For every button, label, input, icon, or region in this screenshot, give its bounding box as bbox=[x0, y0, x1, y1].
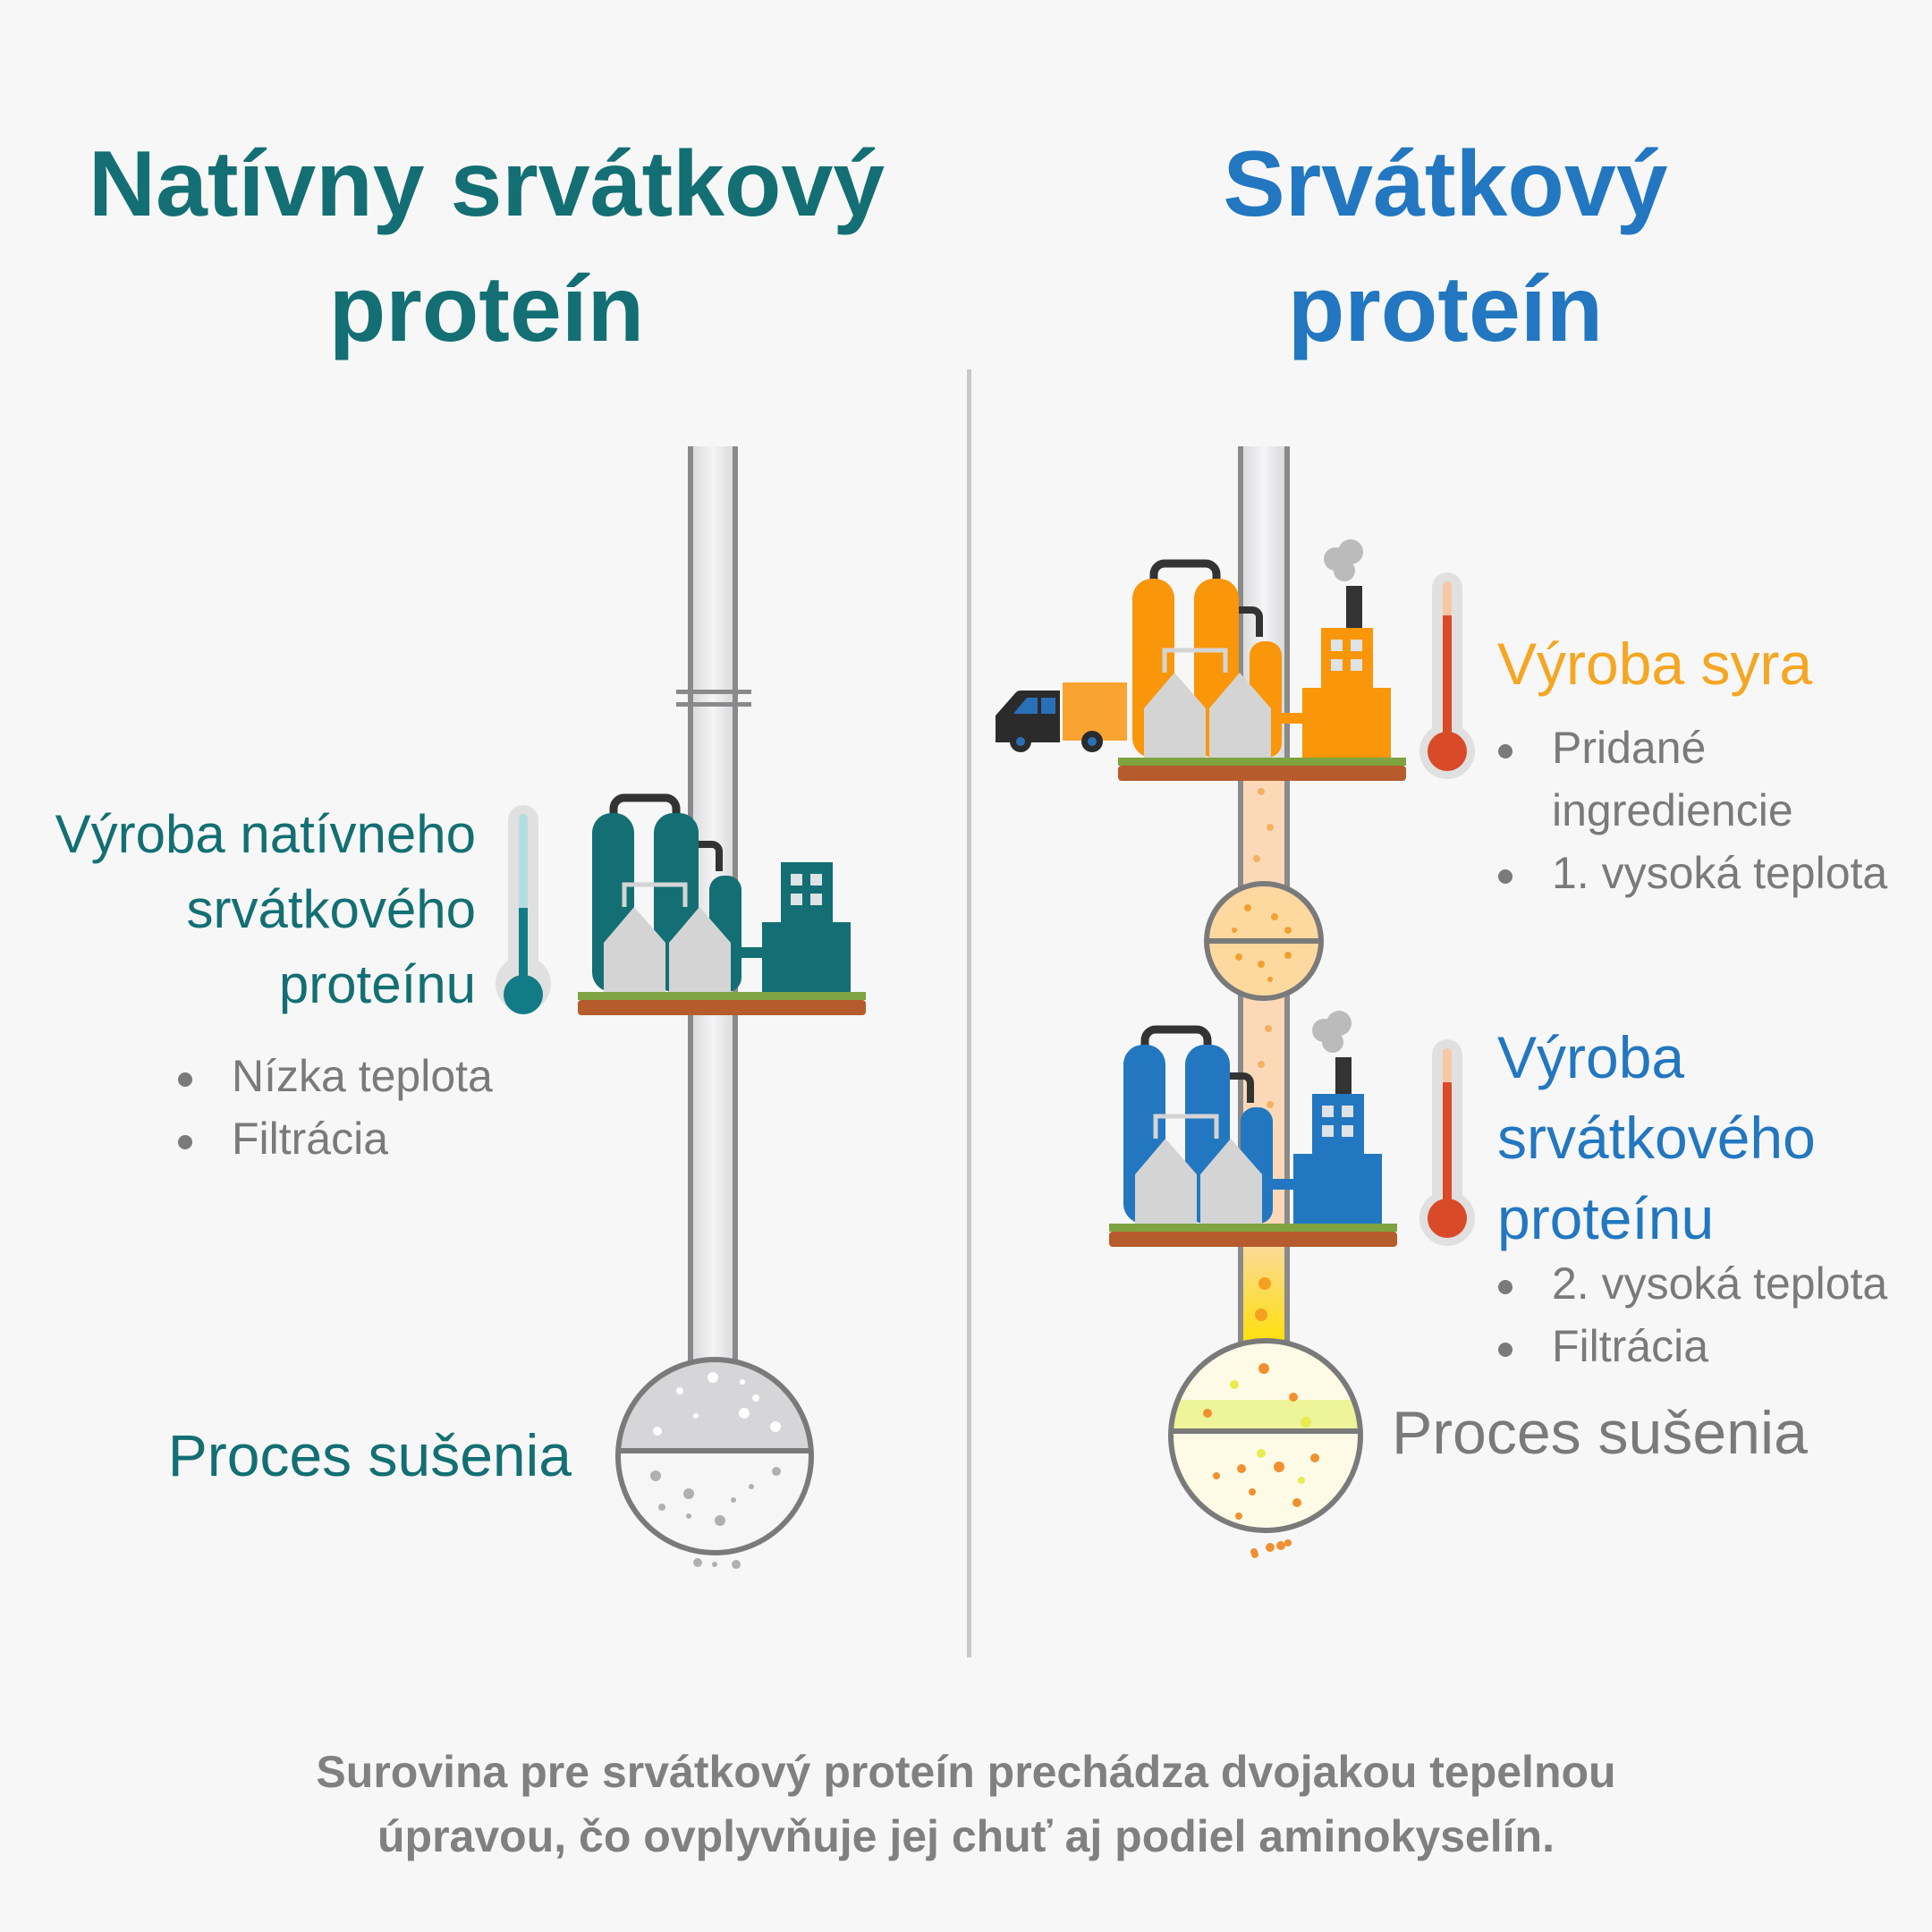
bullet-icon bbox=[178, 1072, 192, 1087]
bullet-text: 1. vysoká teplota bbox=[1552, 848, 1888, 898]
caption-line: Surovina pre srvátkový proteín prechádza… bbox=[316, 1747, 1616, 1797]
right-title-line2: proteín bbox=[1287, 258, 1604, 361]
bullet-icon bbox=[1498, 1342, 1513, 1357]
caption-line: úpravou, čo ovplyvňuje jej chuť aj podie… bbox=[377, 1811, 1555, 1861]
curd-sphere-icon bbox=[1204, 881, 1324, 1001]
left-title: Natívny srvátkový proteín bbox=[39, 122, 934, 372]
cheese-stage-label: Výroba syra bbox=[1497, 631, 1813, 697]
label-line: Výroba bbox=[1497, 1024, 1685, 1090]
bullet-icon bbox=[1498, 1279, 1513, 1294]
list-item: Filtrácia bbox=[1498, 1315, 1887, 1377]
list-item: Pridané bbox=[1498, 716, 1887, 779]
bullet-text: ingrediencie bbox=[1552, 785, 1793, 835]
bullet-text: Filtrácia bbox=[1552, 1321, 1709, 1371]
cheese-factory-icon bbox=[1118, 539, 1406, 781]
right-drying-label: Proces sušenia bbox=[1392, 1399, 1808, 1467]
bullet-icon bbox=[1498, 743, 1513, 758]
drying-sphere-icon bbox=[1168, 1338, 1363, 1558]
bullet-text: Pridané bbox=[1552, 723, 1707, 773]
left-title-line2: proteín bbox=[328, 258, 645, 361]
bullet-icon bbox=[178, 1134, 192, 1149]
divider bbox=[967, 369, 971, 1657]
caption: Surovina pre srvátkový proteín prechádza… bbox=[0, 1740, 1932, 1868]
bullet-icon bbox=[1498, 869, 1513, 884]
list-item: Nízka teplota bbox=[178, 1045, 493, 1107]
right-title-line1: Srvátkový bbox=[1223, 132, 1668, 236]
label-line: proteínu bbox=[1497, 1185, 1715, 1251]
bullet-text: Filtrácia bbox=[232, 1114, 389, 1164]
list-item: 2. vysoká teplota bbox=[1498, 1252, 1887, 1315]
label-line: srvátkového bbox=[1497, 1105, 1816, 1171]
left-drying-label: Proces sušenia bbox=[167, 1422, 572, 1488]
thermometer-icon bbox=[1419, 1039, 1475, 1246]
bullet-text: Nízka teplota bbox=[232, 1051, 493, 1101]
label-line: Výroba natívneho bbox=[55, 804, 476, 864]
thermometer-icon bbox=[1419, 572, 1475, 779]
native-stage-label: Výroba natívneho srvátkového proteínu bbox=[55, 797, 476, 1022]
truck-icon bbox=[996, 682, 1127, 752]
right-title: Srvátkový proteín bbox=[998, 122, 1893, 372]
list-item: 1. vysoká teplota bbox=[1498, 842, 1887, 904]
label-line: srvátkového bbox=[186, 879, 477, 939]
left-title-line1: Natívny srvátkový bbox=[88, 132, 886, 236]
drying-sphere-icon bbox=[615, 1357, 814, 1569]
whey-bullets: 2. vysoká teplota Filtrácia bbox=[1498, 1252, 1887, 1377]
cheese-bullets: Pridané ingrediencie 1. vysoká teplota bbox=[1498, 716, 1887, 904]
native-bullets: Nízka teplota Filtrácia bbox=[178, 1045, 493, 1170]
list-item: ingrediencie bbox=[1498, 779, 1887, 842]
label-line: proteínu bbox=[278, 954, 476, 1014]
thermometer-icon bbox=[496, 805, 551, 1014]
bullet-text: 2. vysoká teplota bbox=[1552, 1258, 1888, 1309]
list-item: Filtrácia bbox=[178, 1107, 493, 1170]
whey-factory-icon bbox=[1109, 1011, 1397, 1247]
whey-stage-label: Výroba srvátkového proteínu bbox=[1497, 1017, 1816, 1258]
